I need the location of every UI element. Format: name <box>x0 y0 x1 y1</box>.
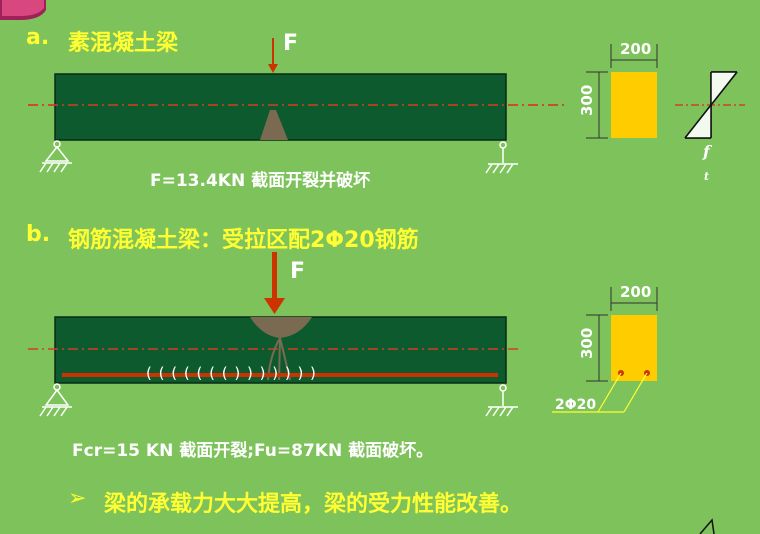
right-support-a <box>485 141 518 174</box>
left-support-a <box>39 140 72 173</box>
section-b-label: b. <box>26 222 51 247</box>
crack-marks-b: ( ( ( ( ( ( ( ) ) ) ) ) ) ) <box>146 364 317 382</box>
cross-section-b <box>552 287 658 413</box>
note-a: F=13.4KN 截面开裂并破坏 <box>150 171 371 191</box>
right-support-b <box>485 384 518 417</box>
stress-diagram-a <box>675 71 745 139</box>
force-arrow-b <box>264 252 285 314</box>
section-b-width: 200 <box>620 283 652 301</box>
force-label-a: F <box>283 31 299 56</box>
force-label-b: F <box>290 259 306 284</box>
left-support-b <box>39 383 72 417</box>
section-a-width: 200 <box>620 40 652 58</box>
corner-mark <box>699 518 715 534</box>
force-arrow-a <box>268 38 278 73</box>
section-b-height: 300 <box>578 327 596 359</box>
conclusion-text: 梁的承载力大大提高，梁的受力性能改善。 <box>104 492 523 517</box>
rebar-label: 2Φ20 <box>555 397 597 413</box>
stress-label-t: t <box>704 170 710 183</box>
section-a-title: 素混凝土梁 <box>68 31 179 56</box>
corner-decoration <box>0 0 46 20</box>
crack-a <box>260 110 288 140</box>
conclusion-bullet: ➢ <box>68 486 87 511</box>
section-a-label: a. <box>26 25 50 50</box>
compression-zone-b <box>250 317 312 338</box>
section-b-title: 钢筋混凝土梁：受拉区配2Φ20钢筋 <box>68 228 419 253</box>
cross-section-a <box>586 44 658 139</box>
note-b: Fcr=15 KN 截面开裂;Fu=87KN 截面破坏。 <box>72 441 434 461</box>
stress-label-f: f <box>703 142 710 161</box>
